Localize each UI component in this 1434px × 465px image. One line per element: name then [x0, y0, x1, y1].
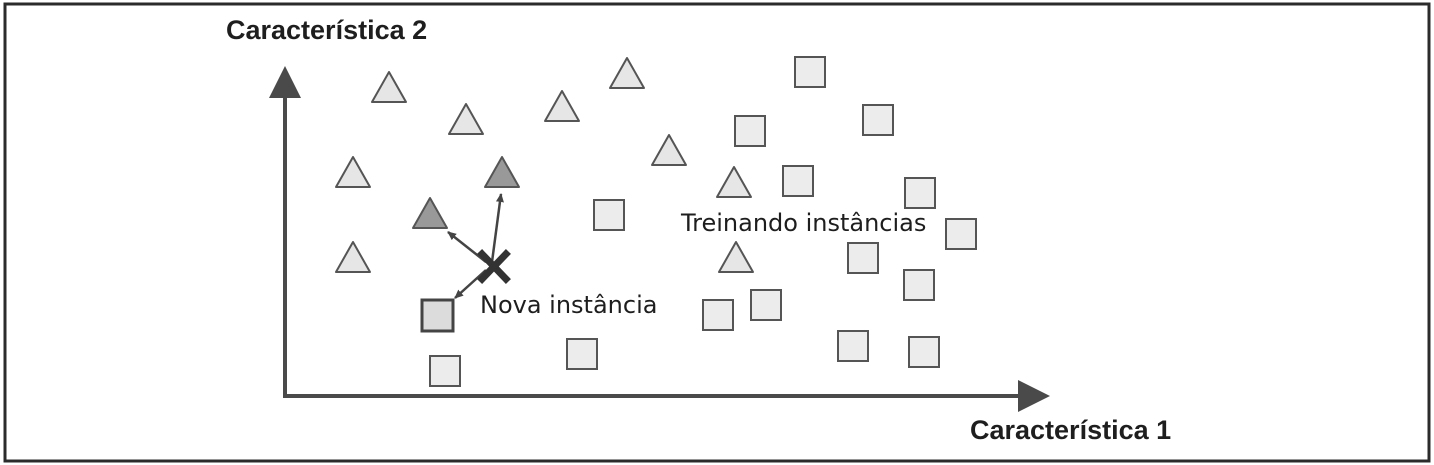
square-icon	[750, 289, 782, 321]
square-icon	[945, 218, 977, 250]
triangle-icon	[651, 134, 687, 166]
square-icon	[847, 242, 879, 274]
square-icon	[903, 269, 935, 301]
square-icon	[904, 177, 936, 209]
neighbor-arrows	[447, 193, 504, 299]
training-instances-label: Treinando instâncias	[680, 209, 926, 237]
new-instance-label: Nova instância	[480, 291, 657, 319]
square-icon	[837, 330, 869, 362]
x-mark-icon	[477, 249, 511, 284]
nearest-triangle-left	[412, 197, 448, 229]
square-icon	[702, 299, 734, 331]
nearest-square	[420, 298, 455, 333]
arrow-to-left-triangle	[447, 231, 487, 263]
training-triangles	[335, 57, 754, 273]
triangle-icon	[448, 103, 484, 135]
square-icon	[908, 336, 940, 368]
square-icon	[734, 115, 766, 147]
square-icon	[782, 165, 814, 197]
triangle-icon	[335, 241, 371, 273]
arrow-to-upper-triangle	[490, 193, 504, 263]
square-icon	[593, 199, 625, 231]
triangle-icon	[716, 166, 752, 198]
figure-border	[3, 2, 1431, 463]
arrow-to-square	[454, 269, 487, 299]
triangle-icon	[544, 90, 580, 122]
y-axis-title: Característica 2	[226, 15, 427, 45]
triangle-icon	[371, 71, 407, 103]
triangle-icon	[609, 57, 645, 89]
square-icon	[566, 338, 598, 370]
square-icon	[429, 355, 461, 387]
triangle-icon	[335, 156, 371, 188]
triangle-icon	[718, 241, 754, 273]
square-icon	[794, 56, 826, 88]
nearest-triangle-upper	[484, 156, 520, 188]
square-icon	[862, 104, 894, 136]
x-axis-title: Característica 1	[970, 415, 1171, 445]
training-squares	[429, 56, 977, 387]
